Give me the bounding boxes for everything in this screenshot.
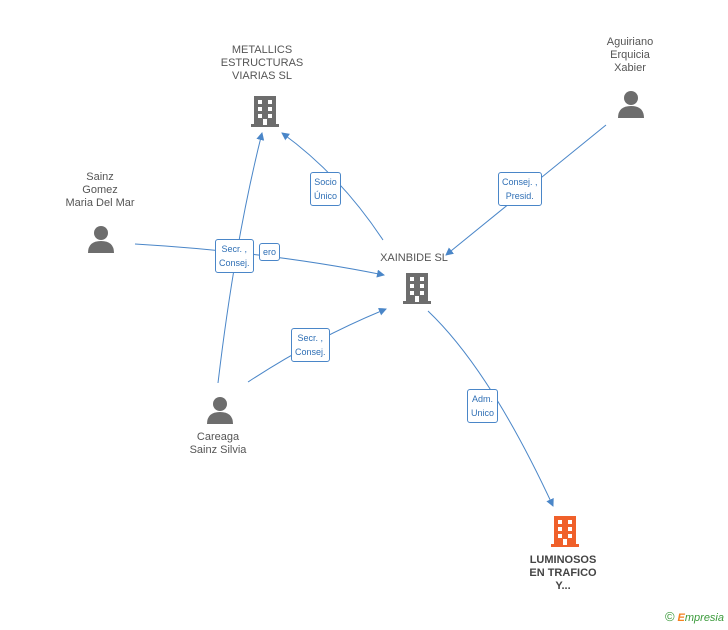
person-icon[interactable] [206, 396, 234, 424]
building-icon-highlight[interactable] [549, 514, 581, 548]
building-icon[interactable] [401, 271, 433, 305]
building-icon[interactable] [249, 94, 281, 128]
copyright-symbol: © [664, 609, 675, 624]
brand-name: mpresia [684, 612, 724, 624]
edge-label-secr-consej-mid[interactable]: Secr. ,Consej. [291, 328, 330, 362]
edge-label-secr-consej-top[interactable]: Secr. ,Consej. [215, 239, 254, 273]
person-icon[interactable] [87, 225, 115, 253]
person-icon[interactable] [617, 90, 645, 118]
empresia-brand: ©Empresia [665, 609, 724, 624]
node-label-xainbide[interactable]: XAINBIDE SL [380, 252, 448, 264]
edge-label-consej-presid[interactable]: Consej. ,Presid. [498, 172, 542, 206]
edge-label-consejero[interactable]: ero [259, 243, 281, 261]
brand-initial: E [677, 612, 685, 624]
edge-label-adm-unico[interactable]: Adm.Unico [467, 389, 499, 423]
